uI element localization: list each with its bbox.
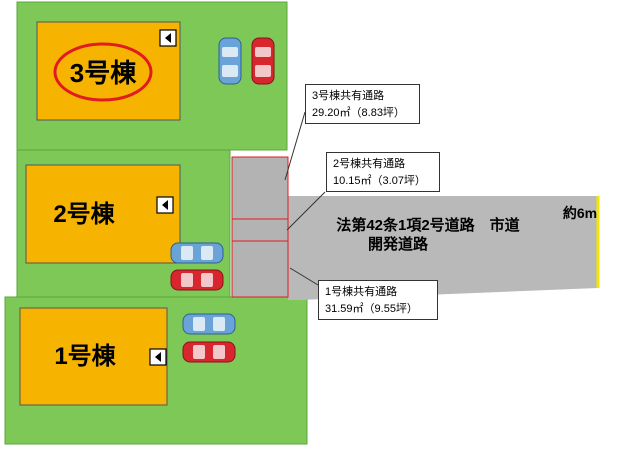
callout-1: 1号棟共有通路 31.59㎡（9.55坪） [318,280,438,320]
callout-3-title: 3号棟共有通路 [312,90,385,102]
road [288,196,598,300]
building-2 [25,164,181,264]
road-subname: 開発道路 [368,235,429,253]
car-icon [170,269,224,291]
building-1-label: 1号棟 [54,343,116,370]
car-icon [251,37,275,85]
shared-path-1 [231,240,289,298]
entrance-marker-icon [159,29,177,47]
callout-2-leader [286,191,326,231]
car-icon [170,242,224,264]
building-2-label: 2号棟 [53,201,115,228]
callout-1-area: 31.59㎡（9.55坪） [325,303,418,315]
entrance-marker-icon [149,348,167,366]
callout-1-title: 1号棟共有通路 [325,286,398,298]
shared-path-2 [231,218,289,242]
road-width: 約6m [563,205,597,221]
car-icon [182,341,236,363]
callout-2-title: 2号棟共有通路 [333,158,406,170]
callout-3: 3号棟共有通路 29.20㎡（8.83坪） [305,84,420,124]
car-icon [218,37,242,85]
building-1 [19,307,168,406]
highlight-ring [53,42,153,102]
car-icon [182,313,236,335]
shared-path-3 [231,156,289,220]
callout-2: 2号棟共有通路 10.15㎡（3.07坪） [326,152,440,192]
callout-3-area: 29.20㎡（8.83坪） [312,107,405,119]
building-3-label: 3号棟 [70,58,137,88]
road-name: 法第42条1項2号道路 市道 [336,216,519,234]
entrance-marker-icon [156,196,174,214]
building-3 [36,21,181,121]
callout-2-area: 10.15㎡（3.07坪） [333,175,426,187]
callout-1-leader [289,267,319,286]
callout-3-leader [284,111,306,181]
